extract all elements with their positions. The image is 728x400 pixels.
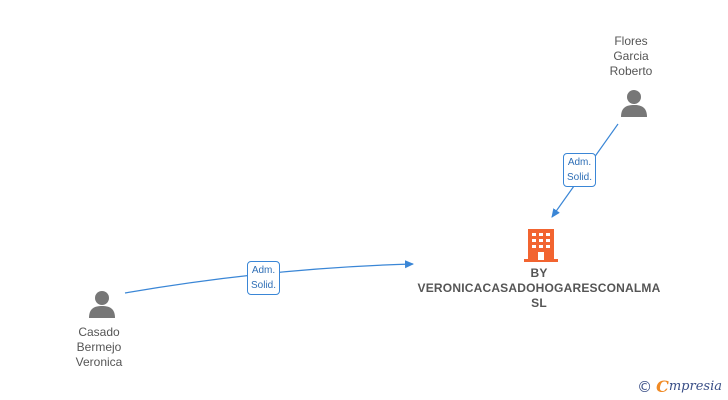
role-badge-left[interactable]: Adm. Solid. (247, 261, 281, 295)
person-name-left[interactable]: Casado Bermejo Veronica (75, 325, 123, 369)
copyright-icon: © (637, 377, 653, 396)
company-name[interactable]: BY VERONICACASADOHOGARESCONALMA SL (417, 266, 661, 310)
person-icon[interactable] (618, 87, 650, 119)
building-icon[interactable] (524, 227, 558, 263)
person-icon[interactable] (86, 288, 118, 320)
brand-text: mpresia (668, 379, 722, 394)
role-badge-top[interactable]: Adm. Solid. (563, 153, 597, 187)
person-name-top[interactable]: Flores Garcia Roberto (609, 34, 653, 78)
brand-initial: C (656, 377, 669, 396)
